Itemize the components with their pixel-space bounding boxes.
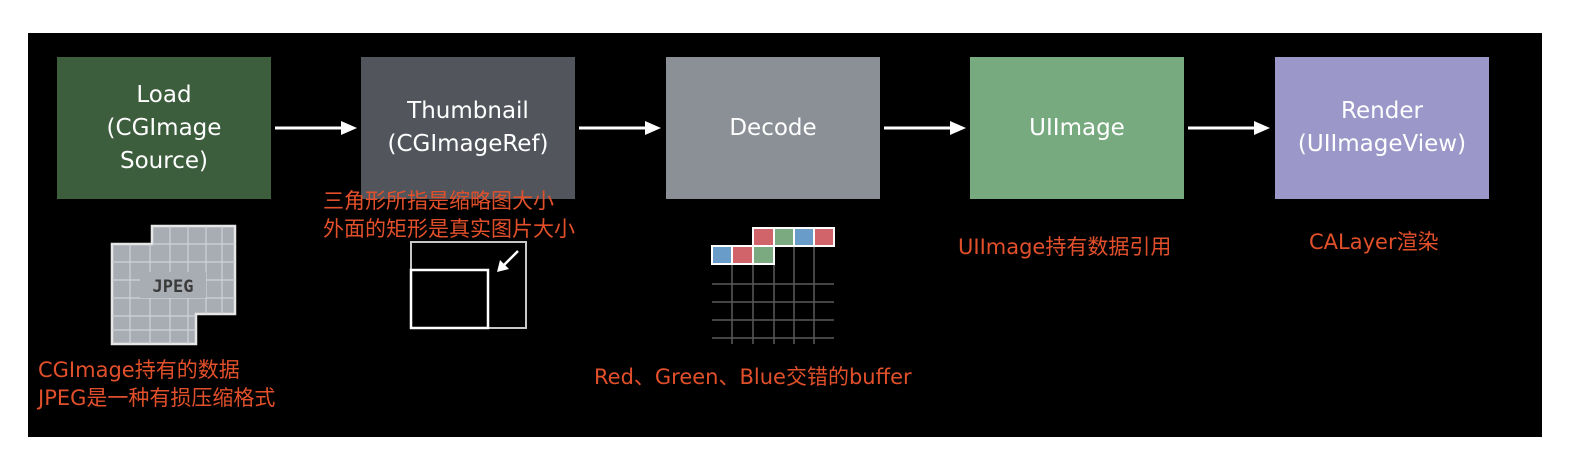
stage-thumbnail: Thumbnail (CGImageRef) xyxy=(361,57,575,199)
annotation-thumbnail: 三角形所指是缩略图大小 外面的矩形是真实图片大小 xyxy=(323,189,575,241)
arrow-load-to-thumbnail xyxy=(275,121,357,135)
annotation-decode: Red、Green、Blue交错的buffer xyxy=(594,365,912,389)
stage-load: Load (CGImage Source) xyxy=(57,57,271,199)
stage-uiimage: UIImage xyxy=(970,57,1184,199)
pixel-buffer-icon xyxy=(711,227,835,344)
arrow-uiimage-to-render xyxy=(1188,121,1270,135)
annotation-render: CALayer渲染 xyxy=(1309,230,1439,254)
annotation-uiimage: UIImage持有数据引用 xyxy=(958,235,1172,259)
jpeg-file-icon: JPEG xyxy=(110,224,237,346)
stage-render: Render (UIImageView) xyxy=(1275,57,1489,199)
annotation-load: CGImage持有的数据 JPEG是一种有损压缩格式 xyxy=(38,358,276,410)
arrow-thumbnail-to-decode xyxy=(579,121,661,135)
stage-decode: Decode xyxy=(666,57,880,199)
arrow-decode-to-uiimage xyxy=(884,121,966,135)
jpeg-label: JPEG xyxy=(153,277,194,297)
thumbnail-size-icon xyxy=(409,241,527,330)
